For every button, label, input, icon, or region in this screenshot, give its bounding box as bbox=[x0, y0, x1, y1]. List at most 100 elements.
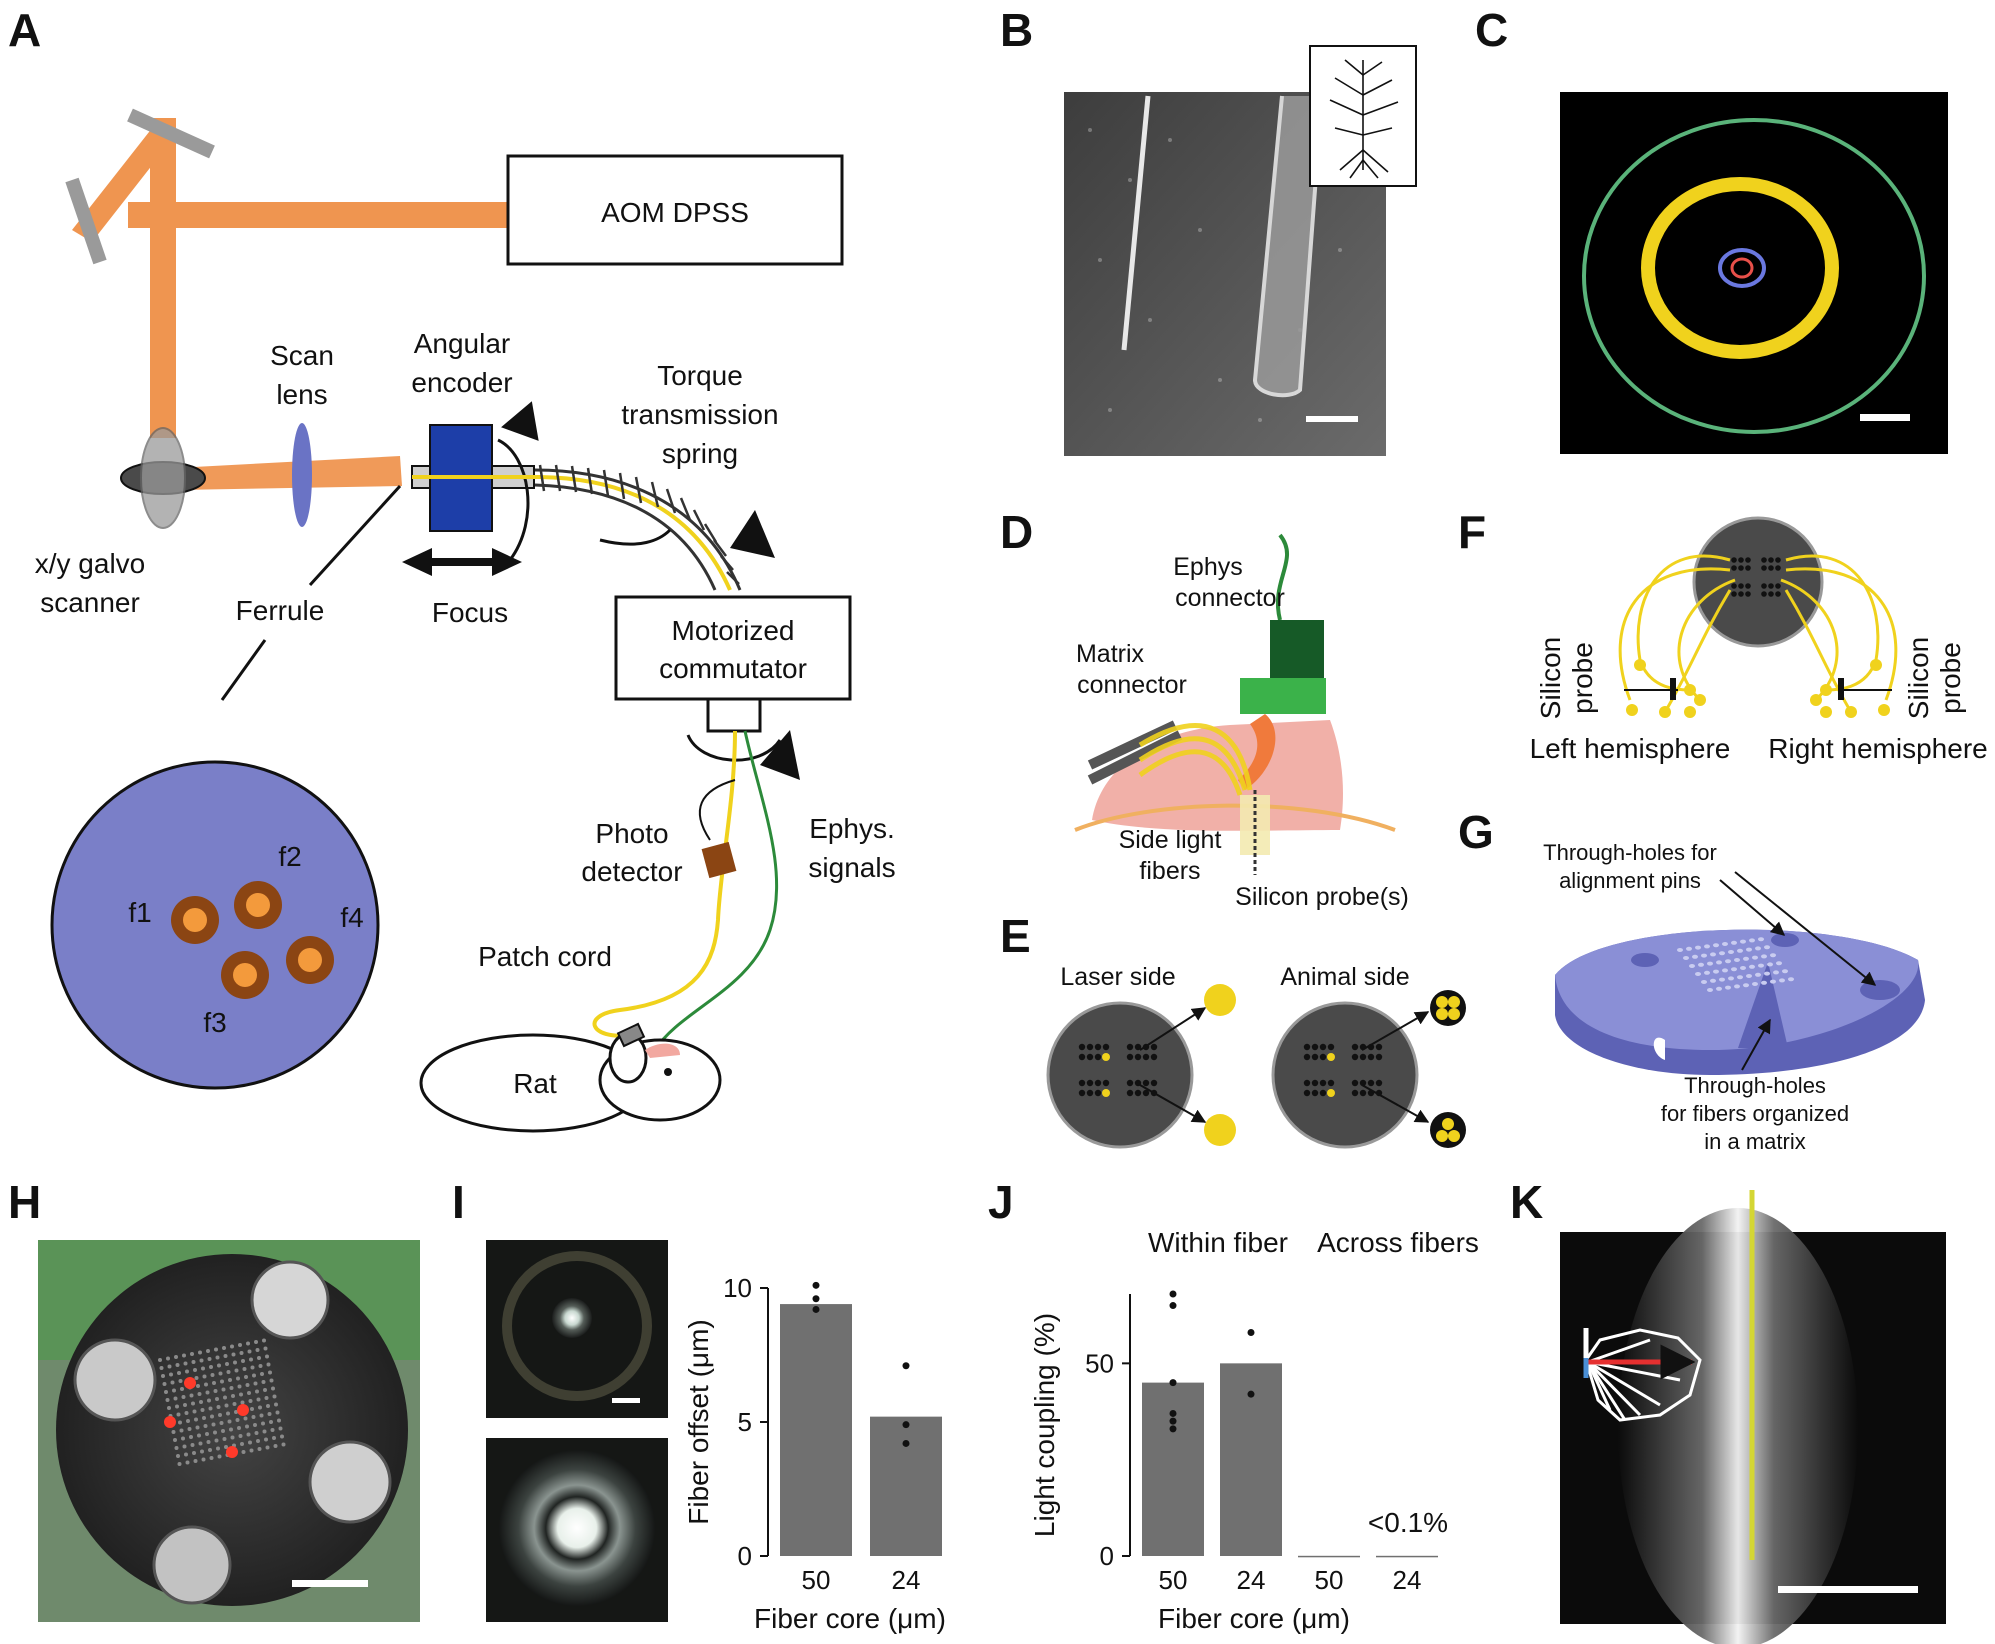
core-red bbox=[1730, 257, 1754, 279]
matrix-hole bbox=[1737, 948, 1743, 953]
fiber-f1-label: f1 bbox=[128, 897, 151, 928]
matrix-hole bbox=[1725, 959, 1731, 964]
photo-hole bbox=[247, 1391, 251, 1395]
side-light-label-2: fibers bbox=[1139, 857, 1200, 885]
photo-hole bbox=[191, 1401, 195, 1406]
matrix-connector-label-1: Matrix bbox=[1076, 640, 1145, 668]
panel-j: J Within fiber Across fibers <0.1% 05050… bbox=[988, 1176, 1479, 1634]
bar bbox=[870, 1416, 942, 1556]
connector-hole bbox=[1142, 1079, 1150, 1087]
scale-bar-i bbox=[612, 1398, 640, 1403]
photo-hole bbox=[236, 1376, 240, 1381]
connector-hole bbox=[1150, 1043, 1158, 1051]
silicon-probe-right-2: probe bbox=[1935, 642, 1966, 714]
data-point bbox=[1169, 1379, 1177, 1387]
matrix-hole bbox=[1695, 972, 1701, 976]
photo-hole bbox=[193, 1368, 197, 1372]
rotation-arc-spring bbox=[599, 528, 672, 546]
photo-hole bbox=[185, 1460, 190, 1465]
panel-label-e: E bbox=[1000, 910, 1031, 962]
connector-hole bbox=[1126, 1089, 1134, 1097]
x-axis-label: Fiber core (μm) bbox=[754, 1603, 946, 1634]
photo-hole bbox=[215, 1397, 219, 1401]
ephys-connector-label-1: Ephys bbox=[1173, 553, 1242, 581]
photo-hole bbox=[231, 1394, 235, 1398]
panel-label-i: I bbox=[452, 1176, 465, 1228]
ephys-connector-label-2: connector bbox=[1175, 584, 1285, 612]
connector-hole bbox=[1311, 1079, 1319, 1087]
matrix-hole bbox=[1764, 971, 1770, 976]
photo-hole bbox=[227, 1419, 232, 1424]
pins-label-1: Through-holes for bbox=[1543, 840, 1717, 865]
photo-hole bbox=[204, 1382, 208, 1387]
photo-hole bbox=[264, 1437, 268, 1442]
matrix-hole bbox=[1734, 984, 1740, 989]
connector-hole bbox=[1311, 1043, 1319, 1051]
side-light-label-1: Side light bbox=[1119, 826, 1222, 854]
y-tick-label: 5 bbox=[738, 1407, 752, 1437]
photo-hole bbox=[246, 1341, 250, 1346]
y-axis-label: Fiber offset (μm) bbox=[683, 1319, 714, 1524]
aom-label: AOM DPSS bbox=[601, 197, 749, 228]
photo-hole bbox=[185, 1369, 189, 1374]
animal-arrow-bottom bbox=[1361, 1084, 1430, 1123]
connector-hole bbox=[1134, 1053, 1142, 1061]
galvo-mirror-2 bbox=[140, 427, 186, 529]
data-point bbox=[1169, 1425, 1177, 1433]
photo-hole bbox=[265, 1354, 269, 1359]
photo-hole bbox=[173, 1438, 177, 1442]
photo-hole bbox=[191, 1360, 196, 1364]
photo-hole bbox=[166, 1356, 170, 1361]
ephys-signals-label-1: Ephys. bbox=[809, 813, 895, 844]
matrix-hole bbox=[1695, 945, 1701, 950]
fiber-core-50 bbox=[552, 1298, 592, 1338]
fiber-f4-label: f4 bbox=[340, 902, 363, 933]
connector-hole-grid bbox=[1078, 1043, 1383, 1097]
photo-hole bbox=[219, 1421, 224, 1425]
photo-hole bbox=[273, 1444, 278, 1448]
panel-label-g: G bbox=[1458, 806, 1494, 858]
photo-hole bbox=[192, 1451, 196, 1455]
matrix-hole bbox=[1731, 940, 1737, 945]
laser-side-label: Laser side bbox=[1060, 963, 1175, 991]
connector-hole bbox=[1094, 1053, 1102, 1061]
connector-hole bbox=[1775, 583, 1781, 589]
photo-hole bbox=[201, 1366, 205, 1371]
photo-hole bbox=[177, 1371, 181, 1375]
photo-hole bbox=[241, 1450, 246, 1454]
photo-hole bbox=[194, 1417, 198, 1422]
alignment-pin-hole-1 bbox=[1631, 953, 1659, 967]
photo-hole bbox=[186, 1419, 190, 1423]
pin-right bbox=[308, 1440, 392, 1524]
connector-hole bbox=[1351, 1079, 1359, 1087]
photo-hole bbox=[253, 1423, 257, 1427]
photo-hole bbox=[208, 1448, 212, 1452]
photo-hole bbox=[261, 1380, 266, 1384]
ephys-signals-label-2: signals bbox=[808, 852, 895, 883]
connector-hole bbox=[1126, 1079, 1134, 1087]
bar bbox=[780, 1304, 852, 1556]
connector-hole bbox=[1745, 557, 1751, 563]
photo-hole bbox=[235, 1418, 240, 1422]
torque-spring-inner bbox=[534, 483, 717, 591]
photo-hole bbox=[269, 1378, 274, 1383]
photo-hole bbox=[269, 1420, 273, 1424]
connector-hole bbox=[1303, 1043, 1311, 1051]
photo-hole bbox=[274, 1402, 278, 1407]
middle-ring-yellow bbox=[1641, 177, 1839, 359]
photo-hole bbox=[265, 1445, 270, 1450]
connector-hole bbox=[1319, 1089, 1327, 1097]
photo-hole bbox=[214, 1347, 218, 1352]
photo-hole bbox=[175, 1404, 179, 1409]
photo-hole bbox=[224, 1403, 229, 1408]
photo-hole bbox=[165, 1398, 170, 1402]
matrix-hole bbox=[1758, 963, 1764, 968]
connector-hole bbox=[1761, 557, 1767, 563]
photo-hole bbox=[164, 1390, 168, 1394]
connector-hole bbox=[1303, 1053, 1311, 1061]
photo-hole bbox=[275, 1410, 280, 1415]
photo-hole bbox=[267, 1412, 272, 1416]
